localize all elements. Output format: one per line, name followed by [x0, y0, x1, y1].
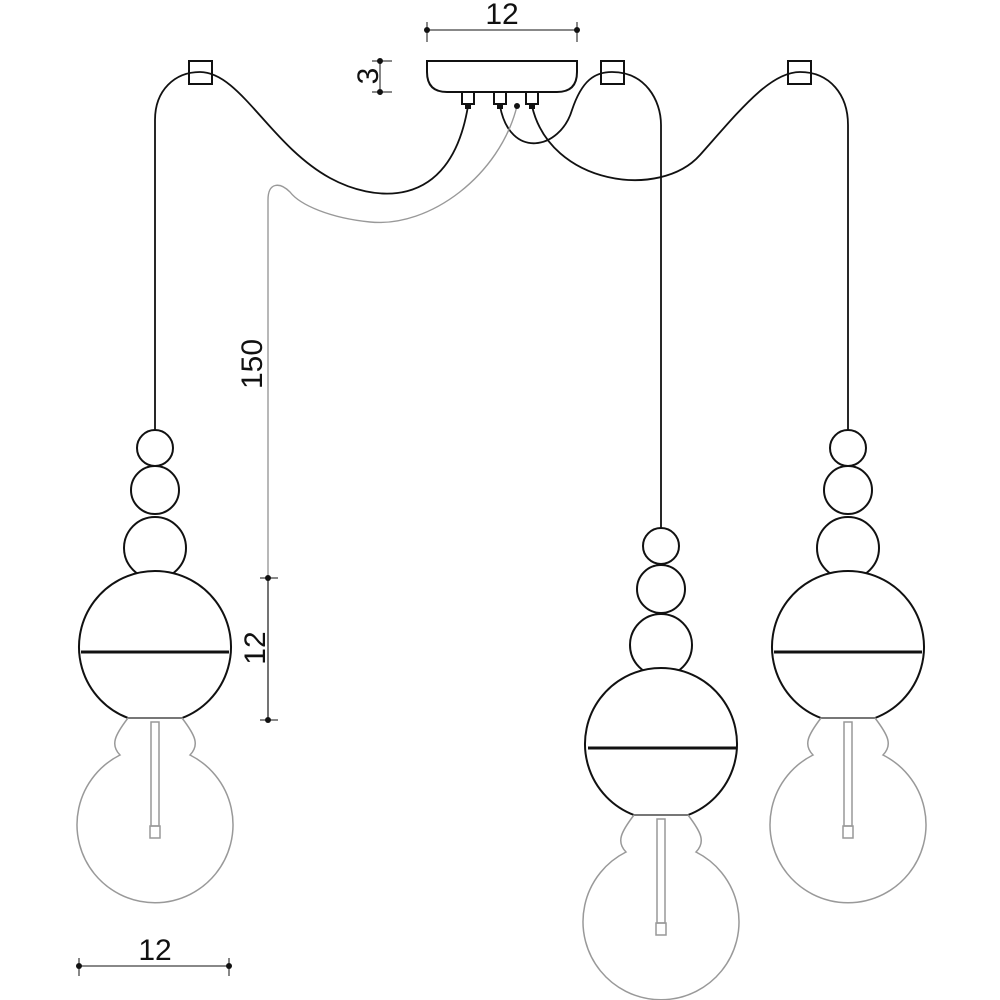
- bead-small: [829, 429, 867, 467]
- cable-length-label: 150: [236, 339, 269, 389]
- dimension-cable-length: 150: [236, 339, 269, 389]
- cable-hooks: [188, 60, 812, 85]
- canopy-width-label: 12: [485, 0, 518, 31]
- shade: [771, 570, 925, 719]
- bead-large: [629, 613, 693, 677]
- bulb-left: [76, 717, 234, 904]
- cable-length-guide: [267, 105, 518, 720]
- bulb-right: [769, 717, 927, 904]
- bead-medium: [130, 465, 180, 515]
- guide-anchor-dot: [514, 103, 520, 109]
- canopy-height-label: 3: [352, 68, 385, 85]
- cable-left: [154, 71, 469, 430]
- dimension-shade-height: 12: [239, 575, 278, 723]
- bead-small: [642, 527, 680, 565]
- bead-medium: [823, 465, 873, 515]
- pendant-right: [771, 429, 925, 719]
- shade: [78, 570, 232, 719]
- cables: [154, 71, 849, 528]
- cable-middle: [499, 71, 662, 528]
- bead-large: [816, 516, 880, 580]
- shade-height-label: 12: [239, 631, 272, 664]
- bulb-middle: [582, 814, 740, 1000]
- ceiling-canopy: [426, 60, 578, 109]
- dimension-shade-width: 12: [76, 934, 232, 976]
- dimension-canopy-width: 12: [424, 0, 580, 42]
- bead-small: [136, 429, 174, 467]
- pendant-middle: [584, 527, 738, 816]
- shade-width-label: 12: [138, 934, 171, 967]
- pendant-left: [78, 429, 232, 719]
- shade: [584, 667, 738, 816]
- cable-right: [531, 71, 849, 430]
- bead-large: [123, 516, 187, 580]
- bead-medium: [636, 564, 686, 614]
- dimension-canopy-height: 3: [352, 58, 392, 95]
